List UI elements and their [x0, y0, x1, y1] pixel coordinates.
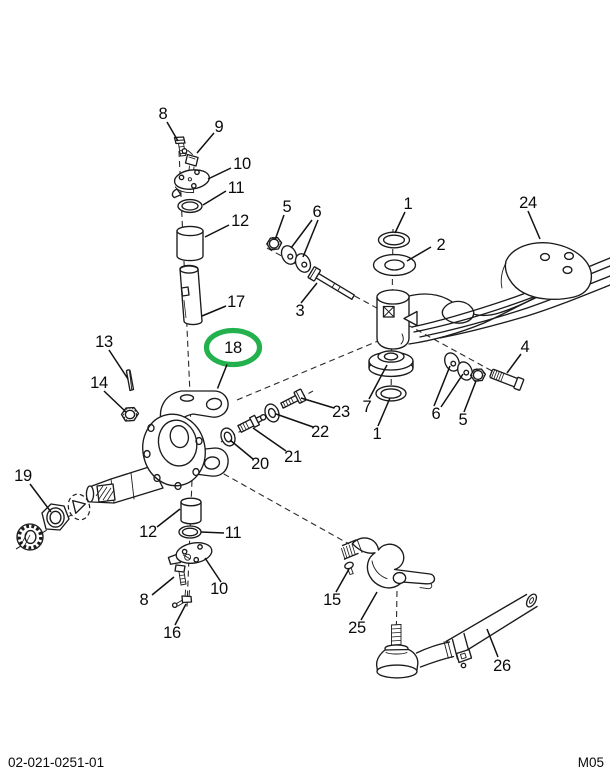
callout-16[interactable]: 16 [163, 623, 181, 642]
callout-1[interactable]: 1 [403, 194, 413, 213]
part-bolt-3 [307, 266, 356, 301]
part-cap-plate-10-bottom [167, 541, 213, 565]
callout-9[interactable]: 9 [214, 117, 224, 136]
callout-12[interactable]: 12 [231, 211, 249, 230]
callout-2[interactable]: 2 [436, 235, 446, 254]
part-tie-rod-26 [445, 593, 538, 657]
callout-25[interactable]: 25 [348, 618, 366, 637]
callout-1[interactable]: 1 [372, 424, 382, 443]
callout-14[interactable]: 14 [90, 373, 108, 392]
callout-12[interactable]: 12 [139, 522, 157, 541]
part-spindle-nut-19 [41, 503, 70, 531]
callout-22[interactable]: 22 [311, 422, 329, 441]
part-keyed-washer-19 [67, 493, 91, 521]
assembly-axis-lines [15, 150, 515, 650]
part-seal-ring-lower [375, 385, 407, 402]
callout-13[interactable]: 13 [95, 332, 113, 351]
part-bolt-23 [280, 388, 307, 409]
callout-20[interactable]: 20 [251, 454, 269, 473]
callout-5[interactable]: 5 [458, 410, 468, 429]
part-bolt-4 [489, 368, 525, 391]
callout-6[interactable]: 6 [312, 202, 322, 221]
highlight-oval [203, 327, 263, 368]
part-king-pin-17 [179, 264, 203, 326]
part-steering-knuckle [85, 390, 229, 504]
callout-7[interactable]: 7 [362, 397, 372, 416]
part-washers-6-upper [280, 245, 312, 273]
callout-6[interactable]: 6 [431, 404, 441, 423]
part-washer-2 [372, 253, 417, 277]
callout-18[interactable]: 18 [224, 338, 242, 357]
callout-15[interactable]: 15 [323, 590, 341, 609]
callout-24[interactable]: 24 [519, 193, 537, 212]
part-lock-washer-19 [16, 523, 44, 551]
part-cotter-pin-13 [125, 369, 135, 392]
callout-19[interactable]: 19 [14, 466, 32, 485]
part-grease-fitting-21 [237, 414, 267, 433]
callout-21[interactable]: 21 [284, 447, 302, 466]
leader-lines [29, 121, 541, 658]
callout-4[interactable]: 4 [520, 337, 530, 356]
callout-11[interactable]: 11 [224, 523, 242, 542]
part-nut-5-upper [266, 236, 283, 251]
part-steering-arm-25 [341, 537, 436, 590]
callout-10[interactable]: 10 [233, 154, 251, 173]
part-nut-5-lower [469, 368, 487, 382]
callout-11[interactable]: 11 [227, 178, 245, 197]
page-code: M05 [577, 755, 604, 770]
callout-26[interactable]: 26 [493, 656, 511, 675]
part-leaf-spring [411, 241, 610, 339]
part-axle-eye-boss [376, 289, 418, 350]
part-snap-ring-11-bottom [178, 525, 202, 539]
callout-10[interactable]: 10 [210, 579, 228, 598]
callout-23[interactable]: 23 [332, 402, 350, 421]
part-bushing-12-top [176, 225, 204, 262]
part-tie-rod-end [375, 624, 455, 679]
part-washer-22 [264, 403, 280, 423]
part-grease-fitting-16 [171, 589, 193, 609]
part-grommet-7 [368, 350, 414, 378]
part-seal-ring-upper [377, 231, 411, 249]
part-bushing-12-bottom [180, 497, 202, 525]
part-washers-6-lower [444, 352, 473, 381]
callout-17[interactable]: 17 [227, 292, 245, 311]
callout-5[interactable]: 5 [282, 197, 292, 216]
callout-8[interactable]: 8 [158, 104, 168, 123]
part-snap-ring-11-top [177, 198, 203, 214]
part-bolt-8-bottom [174, 564, 187, 586]
callout-3[interactable]: 3 [295, 301, 305, 320]
part-screw-15 [344, 561, 354, 575]
callout-8[interactable]: 8 [139, 590, 149, 609]
part-cap-plate-10-top [171, 169, 210, 199]
part-clamp [451, 632, 473, 669]
document-number: 02-021-0251-01 [8, 755, 105, 770]
